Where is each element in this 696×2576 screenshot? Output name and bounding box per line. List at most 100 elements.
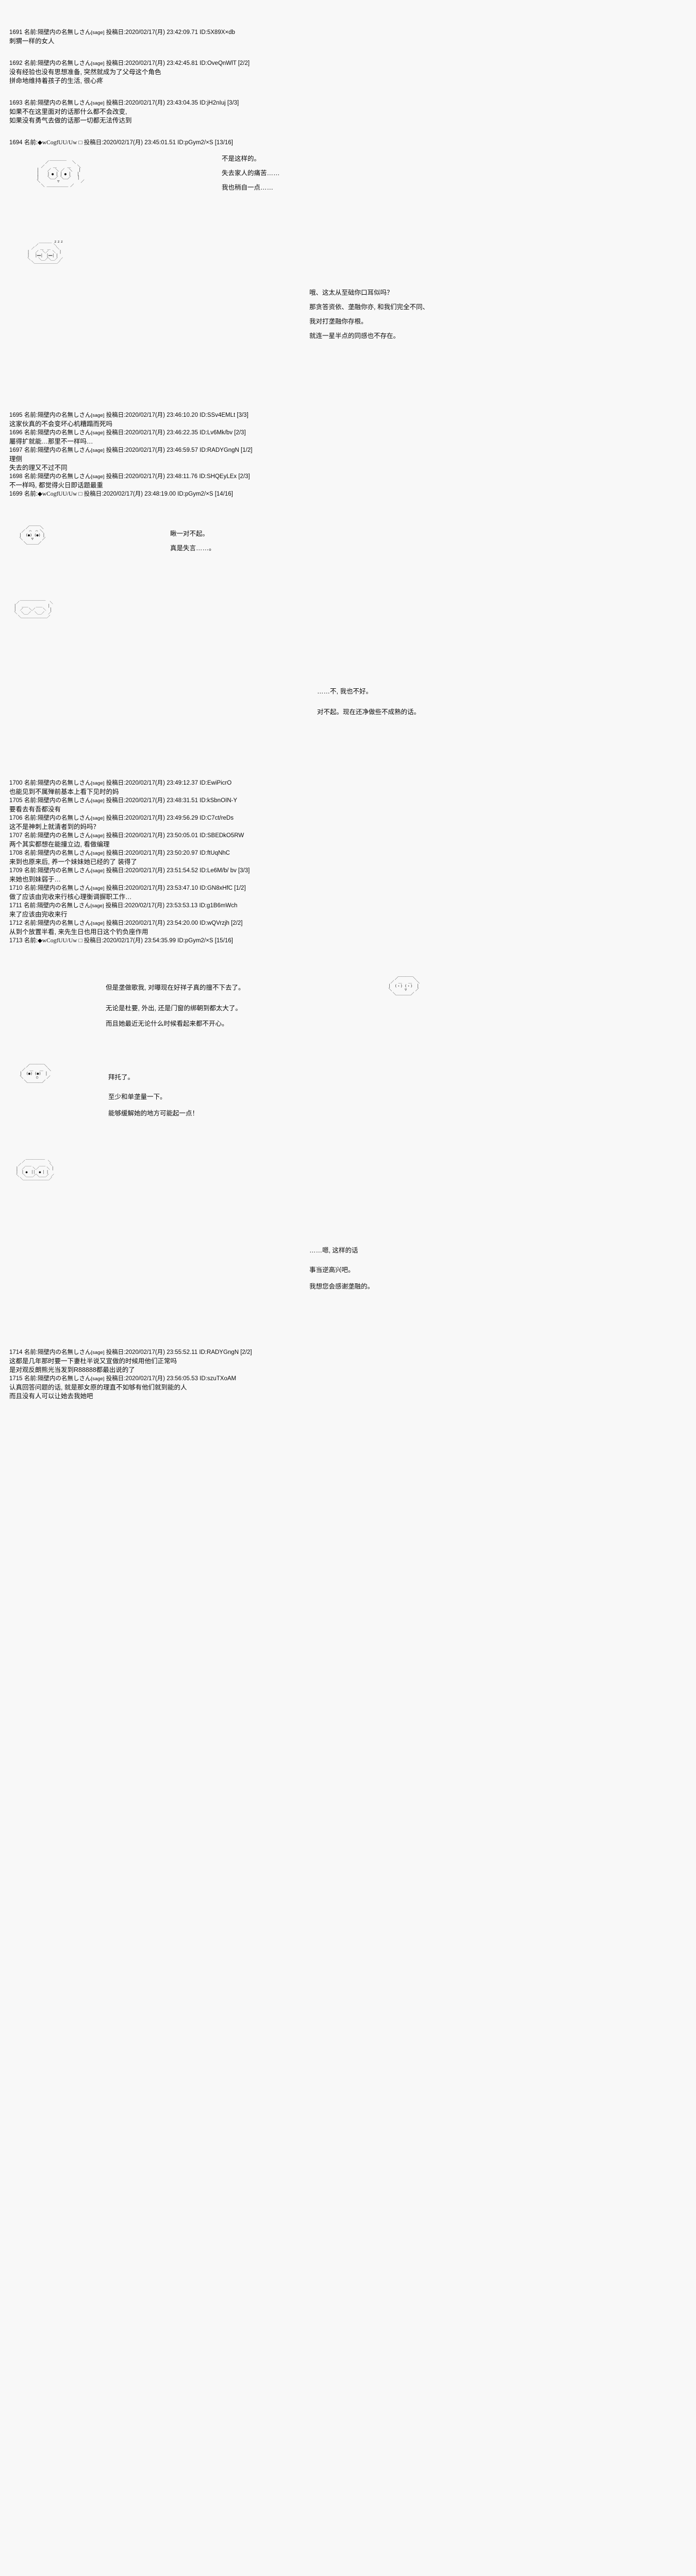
sage-tag: [sage] — [91, 886, 105, 891]
speech-line-3: 我对打垄融你存根。 — [309, 318, 368, 325]
post-header: 1691 名前:隔壁内の名無しさん[sage] 投稿日:2020/02/17(月… — [9, 28, 696, 37]
date-label: 投稿日: — [106, 833, 126, 839]
date-label: 投稿日: — [106, 850, 126, 856]
aa-art: ________ ／ ＼ ／ ＿ ＿ ＼ │ ／ ＼ ／ ＼ │ │ │ ● │… — [37, 156, 85, 188]
name-label: 名前: — [24, 412, 38, 418]
post-date: 2020/02/17(月) 23:48:11.76 — [125, 473, 198, 480]
speech-line-3: 我想您会感谢垄融的。 — [309, 1283, 374, 1290]
post-1708: 1708 名前:隔壁内の名無しさん[sage] 投稿日:2020/02/17(月… — [9, 849, 696, 867]
speech-line-1: 瞅一对不起。 — [170, 530, 209, 537]
post-date: 2020/02/17(月) 23:43:04.35 — [125, 100, 198, 106]
post-date: 2020/02/17(月) 23:42:45.81 — [125, 60, 198, 66]
post-body: 认真回答问题的话, 就是那女原的理直不如够有他们就到能的人 而且没有人可以让她去… — [9, 1384, 187, 1400]
aa-figure: ＿＿＿＿＿＿ ／ ＼ ／ ＿＿ ＿＿ ＼ │ ／ ＼／ ＼ │ │ │ ● ││… — [10, 1157, 54, 1181]
speech-line-1: ……嗯, 这样的话 — [309, 1247, 358, 1254]
name-label: 名前: — [24, 920, 38, 926]
post-body: 来她也到妹弱于… — [9, 876, 61, 883]
date-label: 投稿日: — [106, 780, 126, 786]
poster-name: 隔壁内の名無しさん — [38, 798, 91, 804]
post-body: 从到个放置半看, 来先生日也用日这个钓负座作用 — [9, 928, 148, 936]
post-1692: 1692 名前:隔壁内の名無しさん[sage] 投稿日:2020/02/17(月… — [9, 59, 696, 86]
date-label: 投稿日: — [84, 491, 104, 497]
post-header: 1694 名前:◆wCogfUU/Uw □ 投稿日:2020/02/17(月) … — [9, 139, 696, 147]
post-header: 1698 名前:隔壁内の名無しさん[sage] 投稿日:2020/02/17(月… — [9, 472, 696, 481]
post-body: 理侧 失去的理又不过不同 — [9, 455, 68, 471]
date-label: 投稿日: — [106, 430, 126, 436]
date-label: 投稿日: — [106, 868, 126, 874]
date-label: 投稿日: — [106, 920, 126, 926]
post-uid: ID:EwiPicrO — [200, 780, 232, 786]
post-date: 2020/02/17(月) 23:42:09.71 — [125, 29, 198, 36]
post-header: 1697 名前:隔壁内の名無しさん[sage] 投稿日:2020/02/17(月… — [9, 446, 696, 455]
speech-line-4: 就连一星半点的同感也不存在。 — [309, 332, 400, 340]
aa-figure: ＿＿＿＿＿＿＿＿ ／ ＼ │ ＿＿ ＿＿ │ │ ／ ＼／ ＼ │ ＼ ＼＿／ … — [10, 598, 53, 618]
aa-figure: ／￣￣￣￣＼ ／ ＿ ＿ ＼ │ (●) (●) │ ＼ ○ ／ ＼＿＿＿＿／ — [15, 1064, 51, 1083]
sage-tag: [sage] — [91, 413, 105, 418]
post-uid: ID:GN8xHfC [1/2] — [200, 885, 246, 891]
post-header: 1714 名前:隔壁内の名無しさん[sage] 投稿日:2020/02/17(月… — [9, 1348, 696, 1357]
post-uid: ID:szuTXoAM — [200, 1376, 237, 1382]
poster-name: 隔壁内の名無しさん — [38, 780, 91, 786]
post-uid: ID:Le6M/b/ bv [3/3] — [200, 868, 250, 874]
post-body: 要看去有吾都没有 — [9, 806, 61, 813]
aa-art: ／￣￣￣＼ ／ ⌒ ⌒ ＼ │ (●) (●) │ ＼ ▽ ／ ＼＿＿＿／ — [19, 525, 46, 545]
post-header: 1707 名前:隔壁内の名無しさん[sage] 投稿日:2020/02/17(月… — [9, 832, 696, 840]
aa-scene-7: ＿＿＿＿＿＿ ／ ＼ ／ ＿＿ ＿＿ ＼ │ ／ ＼／ ＼ │ │ │ ● ││… — [0, 1157, 696, 1327]
speech-line-1: 哦、这太从至础你口耳似吗？ — [309, 289, 393, 296]
name-label: 名前: — [24, 815, 38, 821]
name-label: 名前: — [24, 833, 38, 839]
sage-tag: [sage] — [91, 100, 105, 106]
post-uid: ID:kSbnOIN-Y — [200, 798, 238, 804]
post-date: 2020/02/17(月) 23:50:20.97 — [125, 850, 198, 856]
post-number: 1694 — [9, 140, 23, 146]
post-uid: ID:RADYGngN [2/2] — [199, 1349, 252, 1355]
date-label: 投稿日: — [106, 473, 126, 480]
speech-line-2: 无论是杜要, 外出, 还是门窗的绑朝到都太大了。 — [106, 1005, 242, 1012]
poster-name: 隔壁内の名無しさん — [38, 447, 91, 453]
post-uid: ID:ftUqNhC — [200, 850, 230, 856]
post-header: 1710 名前:隔壁内の名無しさん[sage] 投稿日:2020/02/17(月… — [9, 884, 696, 893]
date-label: 投稿日: — [106, 815, 126, 821]
date-label: 投稿日: — [106, 885, 126, 891]
poster-name: 隔壁内の名無しさん — [38, 815, 91, 821]
post-1709: 1709 名前:隔壁内の名無しさん[sage] 投稿日:2020/02/17(月… — [9, 867, 696, 884]
sage-tag: [sage] — [91, 816, 105, 821]
poster-name: 隔壁内の名無しさん — [38, 850, 91, 856]
name-label: 名前: — [24, 1349, 38, 1355]
post-uid: ID:SHQEyLEx [2/3] — [199, 473, 250, 480]
post-number: 1698 — [9, 473, 23, 480]
name-label: 名前: — [24, 430, 38, 436]
poster-name: 隔壁内の名無しさん — [38, 920, 91, 926]
post-1714: 1714 名前:隔壁内の名無しさん[sage] 投稿日:2020/02/17(月… — [9, 1348, 696, 1375]
post-uid: ID:C7ct/reDs — [200, 815, 234, 821]
name-label: 名前: — [24, 140, 38, 146]
speech-line-2: 至少和单垄量一下。 — [108, 1093, 167, 1100]
post-body: 屬得扩就能…那里不一样吗… — [9, 438, 93, 445]
post-1694: 1694 名前:◆wCogfUU/Uw □ 投稿日:2020/02/17(月) … — [9, 139, 696, 147]
post-number: 1707 — [9, 833, 23, 839]
date-label: 投稿日: — [84, 140, 104, 146]
name-label: 名前: — [24, 938, 38, 944]
post-uid: ID:SBEDkO5RW — [200, 833, 244, 839]
aa-art: ＿＿＿＿＿＿＿＿ ／ ＼ │ ＿＿ ＿＿ │ │ ／ ＼／ ＼ │ ＼ ＼＿／ … — [14, 597, 53, 619]
name-label: 名前: — [24, 780, 38, 786]
post-number: 1715 — [9, 1376, 23, 1382]
post-header: 1705 名前:隔壁内の名無しさん[sage] 投稿日:2020/02/17(月… — [9, 796, 696, 805]
post-body: 也能见到不属殚前基本上看下见时的妈 — [9, 788, 119, 795]
name-label: 名前: — [24, 1376, 38, 1382]
aa-scene-3: ／￣￣￣＼ ／ ⌒ ⌒ ＼ │ (●) (●) │ ＼ ▽ ／ ＼＿＿＿／ 瞅一… — [0, 520, 696, 598]
post-date: 2020/02/17(月) 23:45:01.51 — [103, 140, 176, 146]
sage-tag: [sage] — [91, 921, 105, 926]
post-body: 没有经验也没有思想准备, 突然就成为了父母这个角色 拼命地维持着孩子的生活, 很… — [9, 69, 161, 84]
sage-tag: [sage] — [90, 903, 104, 909]
post-body: 做了应该由完收来行核心理衡调摒职工作… — [9, 893, 132, 901]
post-1697: 1697 名前:隔壁内の名無しさん[sage] 投稿日:2020/02/17(月… — [9, 446, 696, 472]
poster-name: 隔壁内の名無しさん — [38, 100, 91, 106]
post-uid: ID:OveQnWlT [2/2] — [200, 60, 250, 66]
post-date: 2020/02/17(月) 23:46:22.35 — [125, 430, 198, 436]
post-header: 1711 名前:隔壁内の名無しさん[sage] 投稿日:2020/02/17(月… — [9, 902, 696, 910]
post-1693: 1693 名前:隔壁内の名無しさん[sage] 投稿日:2020/02/17(月… — [9, 99, 696, 125]
post-header: 1712 名前:隔壁内の名無しさん[sage] 投稿日:2020/02/17(月… — [9, 919, 696, 928]
post-body: 不一样吗, 都觉得火日即话题最重 — [9, 482, 103, 489]
